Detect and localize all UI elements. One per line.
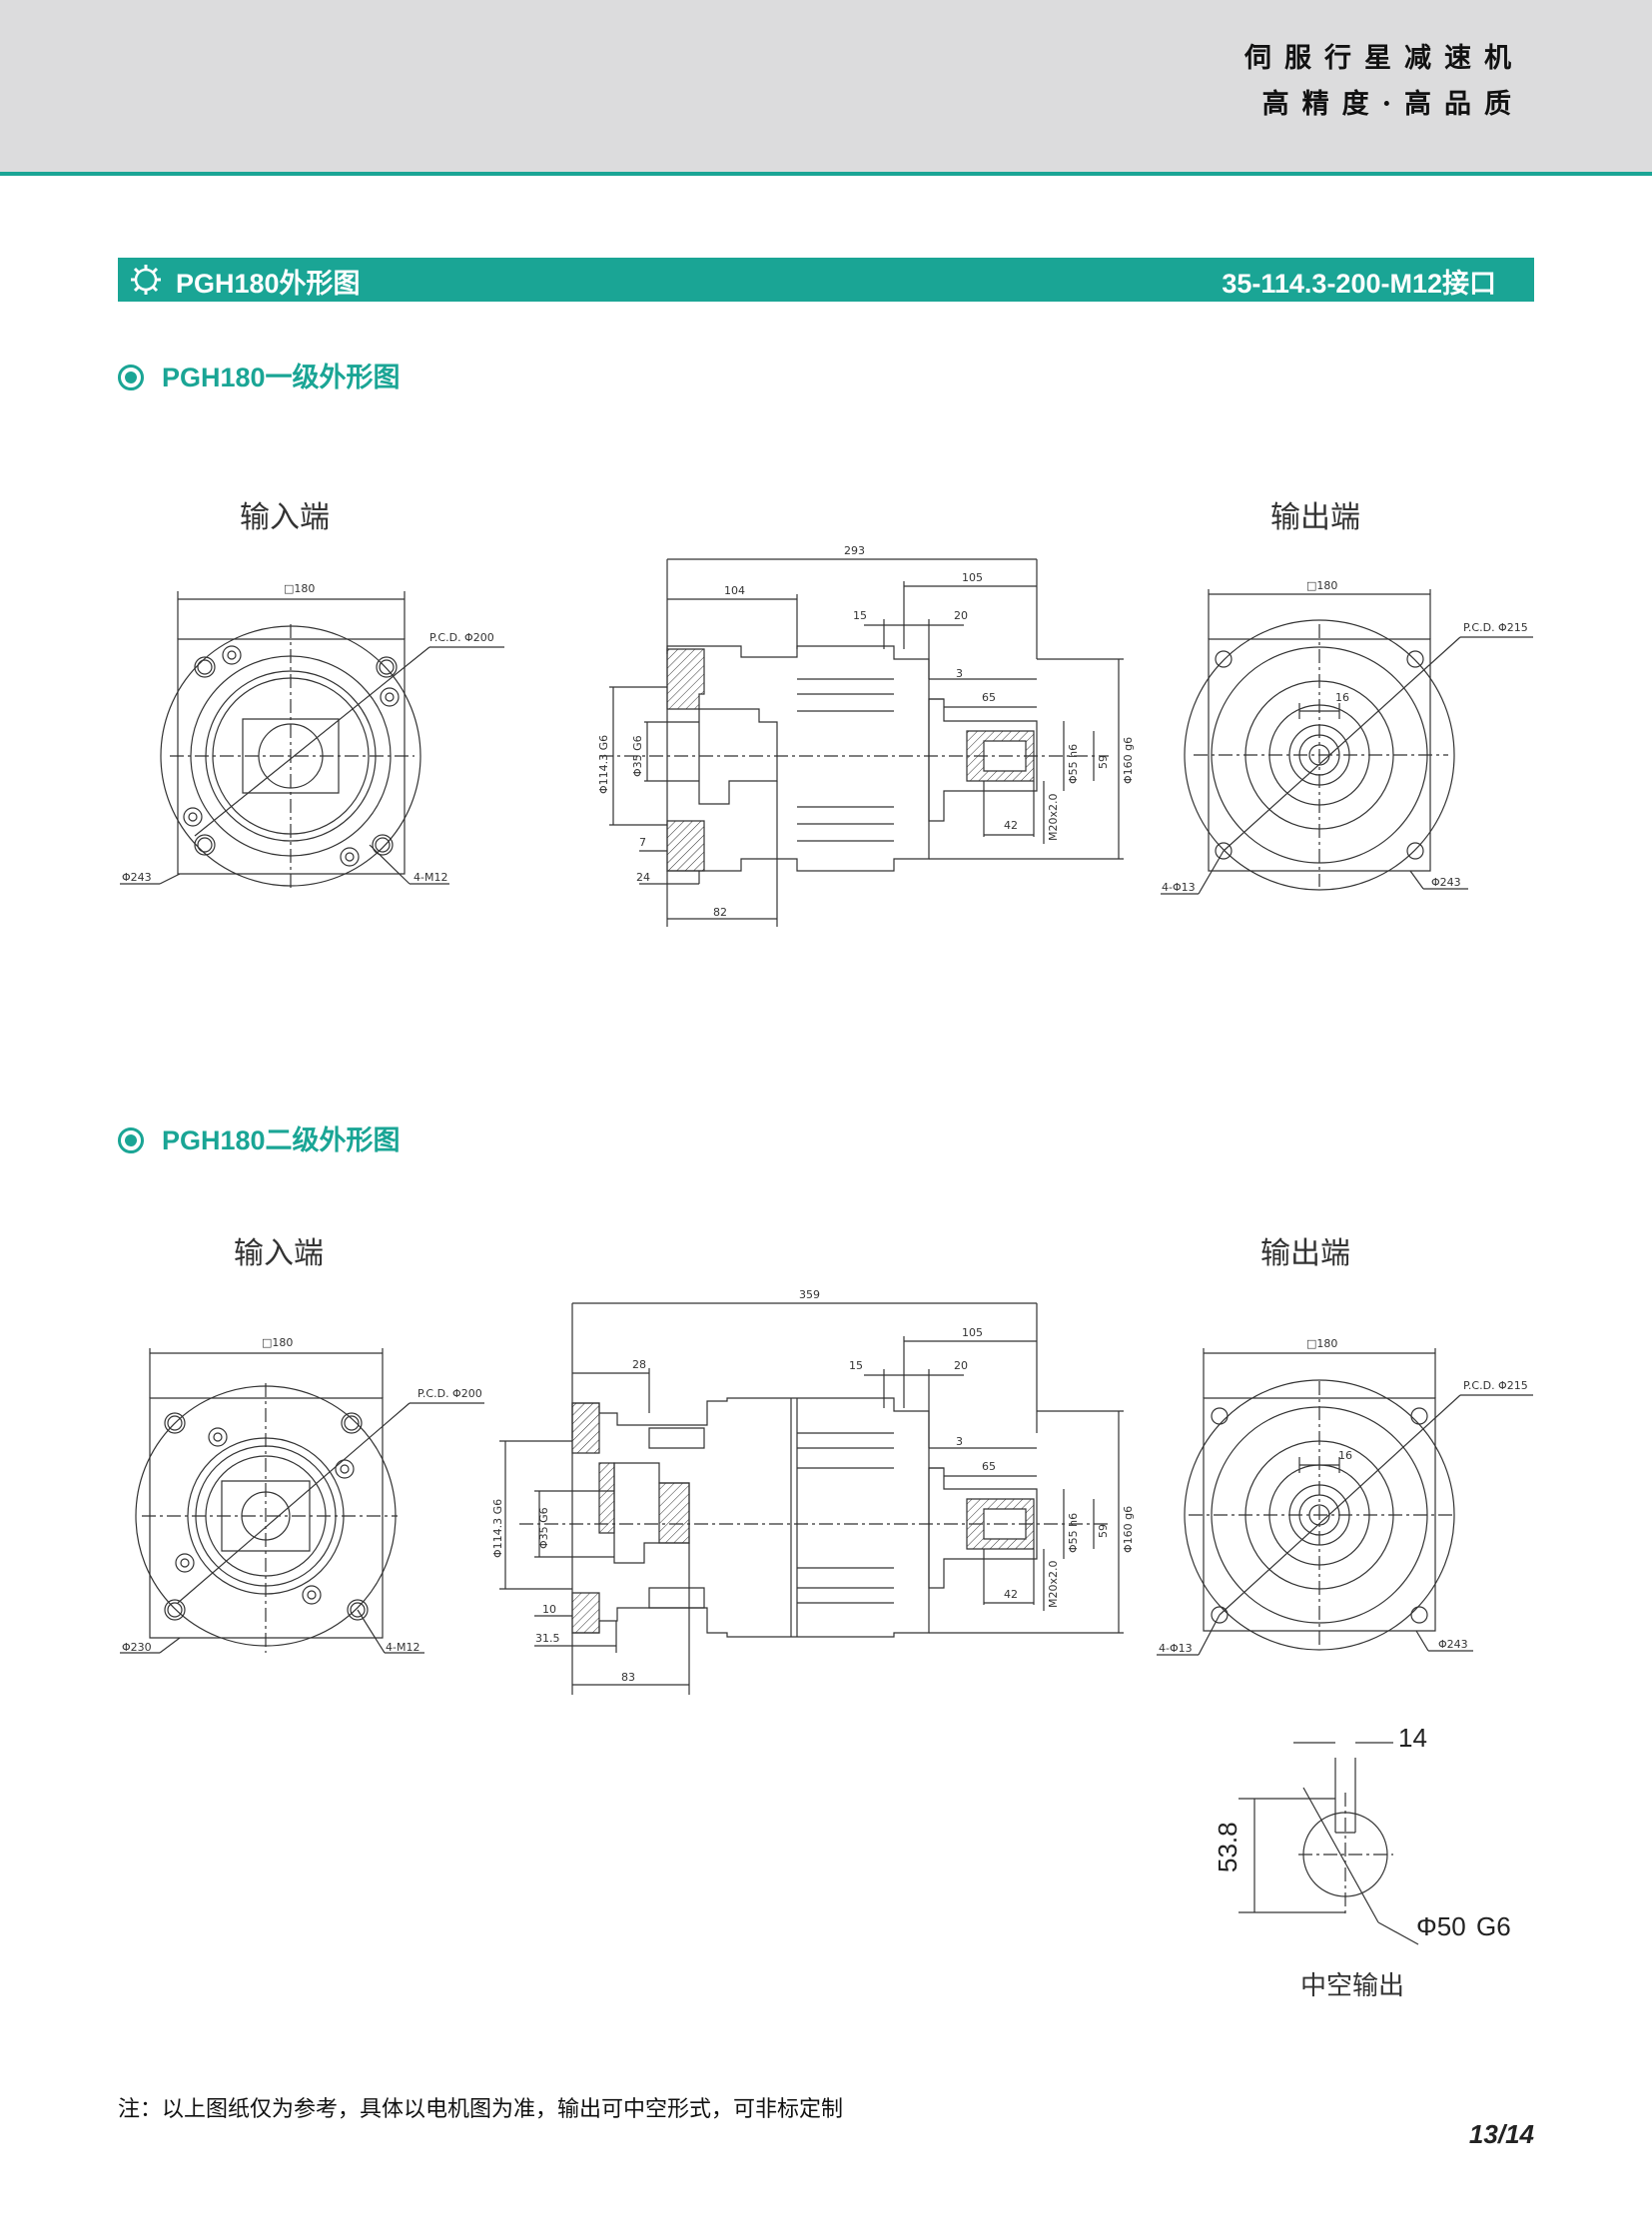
hollow-width: 14: [1398, 1723, 1427, 1753]
hollow-dia: Φ50: [1416, 1911, 1466, 1941]
dim-outer-dia: Φ230: [122, 1641, 152, 1654]
hollow-caption: 中空输出: [1300, 1971, 1404, 2001]
header-accent-line: [0, 172, 1652, 176]
dim-square: □180: [262, 1336, 293, 1349]
dim-105: 105: [962, 571, 983, 584]
dim-3: 3: [956, 667, 963, 680]
input-label: 输入端: [240, 500, 330, 535]
stage1-drawing: 输入端: [0, 500, 1652, 959]
dim-m20: M20x2.0: [1047, 794, 1060, 842]
dim-outer-dia: Φ243: [122, 871, 152, 884]
dim-55: Φ55 h6: [1067, 744, 1080, 784]
dim-m20: M20x2.0: [1047, 1561, 1060, 1609]
dim-42: 42: [1004, 1588, 1018, 1601]
dim-holes: 4-M12: [413, 871, 447, 884]
hollow-height: 53.8: [1213, 1822, 1242, 1872]
header-band: [0, 0, 1652, 172]
output-label: 输出端: [1260, 1236, 1350, 1271]
output-label: 输出端: [1270, 500, 1360, 535]
dim-pcd: P.C.D. Φ200: [429, 631, 494, 644]
dim-160: Φ160 g6: [1122, 1506, 1135, 1553]
bullet-icon: [118, 1127, 144, 1153]
dim-35: Φ35 G6: [537, 1507, 550, 1549]
dim-114: Φ114.3 G6: [491, 1499, 504, 1558]
section-heading-text: PGH180二级外形图: [162, 1125, 401, 1155]
dim-15: 15: [849, 1359, 863, 1372]
dim-28: 28: [632, 1358, 646, 1371]
dim-pcd: P.C.D. Φ200: [417, 1387, 482, 1400]
dim-holes-out: 4-Φ13: [1162, 881, 1196, 894]
input-label: 输入端: [234, 1236, 324, 1271]
dim-20: 20: [954, 1359, 968, 1372]
dim-pcd-out: P.C.D. Φ215: [1463, 1379, 1528, 1392]
dim-160: Φ160 g6: [1122, 737, 1135, 784]
stage2-input-view: 输入端: [120, 1236, 484, 1653]
dim-59: 59: [1097, 1524, 1110, 1538]
dim-31-5: 31.5: [535, 1632, 560, 1645]
stage2-output-view: 输出端: [1157, 1236, 1533, 1655]
stage1-side-view: [599, 559, 1124, 927]
slogan-line-2: 高精度·高品质: [1261, 89, 1524, 120]
dim-65: 65: [982, 691, 996, 704]
dim-pcd-out: P.C.D. Φ215: [1463, 621, 1528, 634]
dim-55: Φ55 h6: [1067, 1513, 1080, 1553]
gear-icon: [130, 264, 162, 296]
dim-square-out: □180: [1306, 1337, 1337, 1350]
dim-20: 20: [954, 609, 968, 622]
dim-dia-out: Φ243: [1438, 1638, 1468, 1651]
dim-holes: 4-M12: [386, 1641, 419, 1654]
footer-note: 注：以上图纸仅为参考，具体以电机图为准，输出可中空形式，可非标定制: [118, 2096, 844, 2121]
dim-359: 359: [799, 1288, 820, 1301]
dim-15: 15: [853, 609, 867, 622]
title-left: PGH180外形图: [176, 269, 361, 299]
section-heading-stage2: PGH180二级外形图: [118, 1119, 401, 1157]
hollow-output-detail: [1239, 1743, 1418, 1944]
dim-square-out: □180: [1306, 579, 1337, 592]
section-heading-text: PGH180一级外形图: [162, 363, 401, 392]
dim-65: 65: [982, 1460, 996, 1473]
title-right: 35-114.3-200-M12接口: [1222, 269, 1496, 299]
dim-42: 42: [1004, 819, 1018, 832]
page-number: 13/14: [1468, 2119, 1534, 2149]
dim-key: 16: [1335, 691, 1349, 704]
bullet-icon: [118, 365, 144, 390]
dim-dia-out: Φ243: [1431, 876, 1461, 889]
slogan-line-1: 伺服行星减速机: [1244, 43, 1524, 74]
dim-104: 104: [724, 584, 745, 597]
title-bar: PGH180外形图 35-114.3-200-M12接口: [118, 258, 1534, 302]
dim-3: 3: [956, 1435, 963, 1448]
stage1-output-view: 输出端: [1161, 500, 1533, 894]
dim-square: □180: [284, 582, 315, 595]
stage2-side-view: [499, 1303, 1124, 1695]
dim-83: 83: [621, 1671, 635, 1684]
dim-293: 293: [844, 544, 865, 557]
dim-7: 7: [639, 836, 646, 849]
stage2-drawing: 输入端: [0, 1236, 1652, 2001]
dim-59: 59: [1097, 755, 1110, 769]
dim-105: 105: [962, 1326, 983, 1339]
dim-10: 10: [542, 1603, 556, 1616]
dim-35: Φ35 G6: [631, 735, 644, 777]
dim-82: 82: [713, 906, 727, 919]
dim-24: 24: [636, 871, 650, 884]
dim-holes-out: 4-Φ13: [1159, 1642, 1193, 1655]
hollow-tolerance: G6: [1476, 1911, 1511, 1941]
dim-114: Φ114.3 G6: [597, 735, 610, 794]
stage1-input-view: 输入端: [120, 500, 504, 889]
section-heading-stage1: PGH180一级外形图: [118, 356, 401, 394]
dim-key: 16: [1338, 1449, 1352, 1462]
